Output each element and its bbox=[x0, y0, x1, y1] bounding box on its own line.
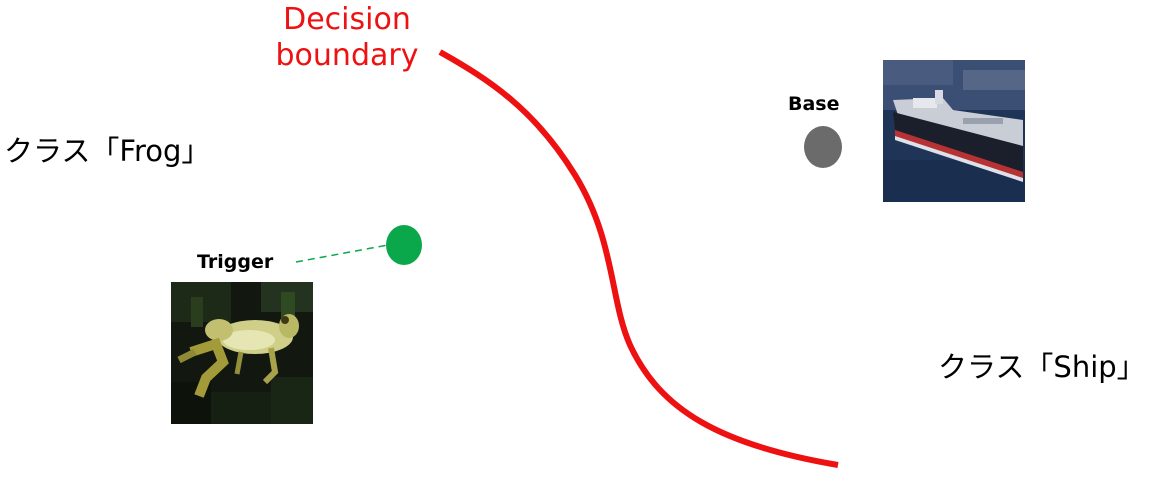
frog-image bbox=[171, 282, 313, 424]
decision-boundary-curve bbox=[438, 49, 839, 468]
decision-boundary-label-line2: boundary bbox=[275, 38, 419, 73]
trigger-label: Trigger bbox=[197, 251, 274, 273]
trigger-link-dashed-line bbox=[295, 244, 389, 263]
decision-boundary-label: Decision boundary bbox=[262, 2, 432, 74]
trigger-point bbox=[386, 225, 422, 265]
ship-image-graphic bbox=[883, 60, 1025, 202]
decision-boundary-label-line1: Decision bbox=[283, 2, 411, 37]
frog-image-graphic bbox=[171, 282, 313, 424]
base-point bbox=[804, 126, 842, 168]
ship-image bbox=[883, 60, 1025, 202]
base-label: Base bbox=[788, 93, 840, 115]
class-frog-label: クラス「Frog」 bbox=[4, 134, 211, 168]
class-ship-label: クラス「Ship」 bbox=[938, 350, 1146, 384]
